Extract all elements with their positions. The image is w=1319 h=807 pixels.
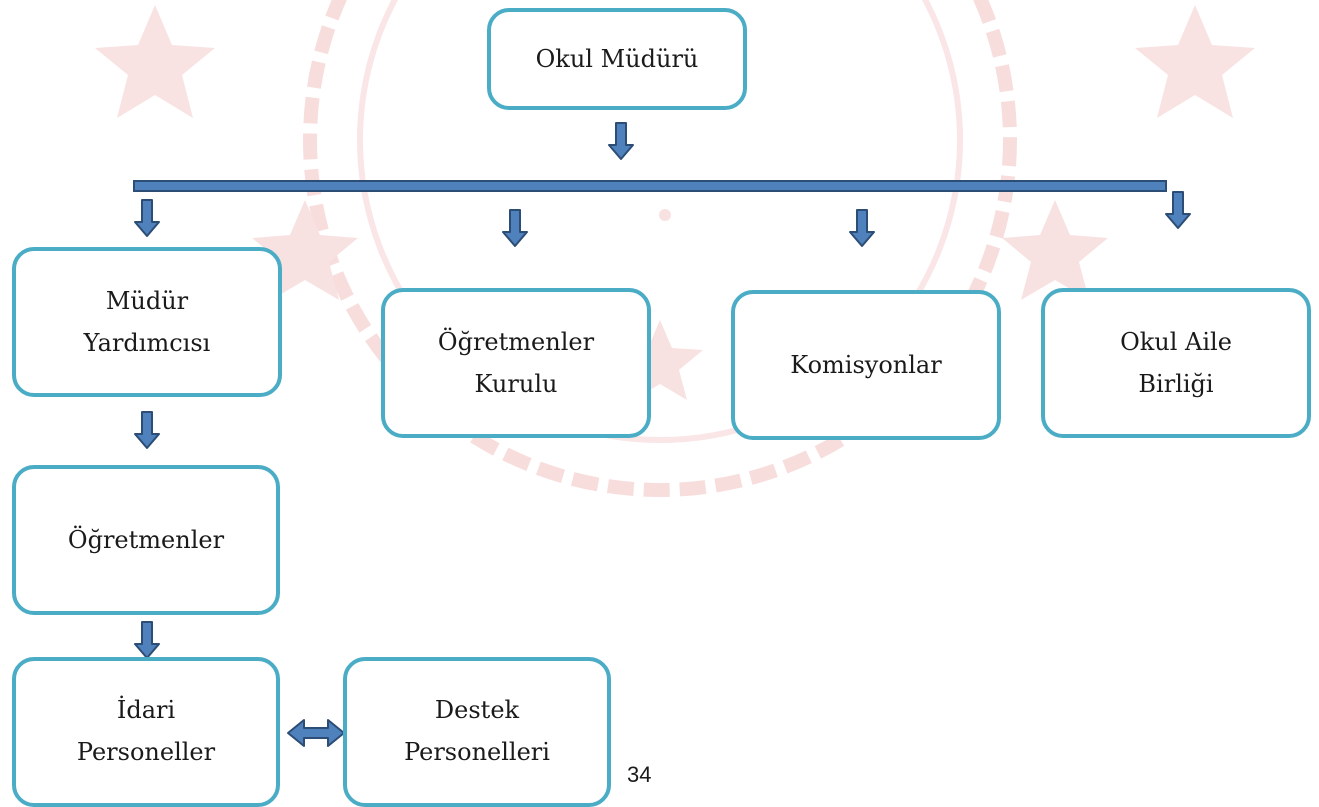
arrow-down-to-bus [608,122,634,160]
arrow-down-ogretmenler-kurulu [502,209,528,247]
node-label-line: Personelleri [404,738,550,766]
node-label-line: Personeller [76,738,216,766]
node-label-line: Okul Müdürü [535,45,699,73]
node-okul-aile-birligi: Okul Aile Birliği [1041,288,1311,438]
arrow-down-idari-personeller [134,621,160,659]
node-label-line: İdari [116,696,176,724]
node-label-line: Komisyonlar [790,351,942,379]
arrow-down-okul-aile-birligi [1165,191,1191,229]
double-arrow-idari-destek [287,719,345,747]
node-label-line: Öğretmenler [437,328,595,356]
arrow-down-komisyonlar [849,209,875,247]
page-number: 34 [627,762,652,787]
node-ogretmenler-kurulu: Öğretmenler Kurulu [381,288,651,438]
node-label-line: Müdür [105,287,189,315]
node-ogretmenler: Öğretmenler [12,465,280,615]
node-label-line: Destek [434,696,520,724]
node-label-line: Birliği [1138,370,1214,398]
node-label-line: Okul Aile [1120,328,1232,356]
node-mudur-yardimcisi: Müdür Yardımcısı [12,247,282,397]
node-okul-muduru: Okul Müdürü [487,8,747,110]
node-label-line: Kurulu [474,370,558,398]
node-idari-personeller: İdari Personeller [12,657,280,807]
arrow-down-mudur-yardimcisi [134,199,160,237]
node-label-line: Öğretmenler [67,526,225,554]
horizontal-bus-bar [133,180,1167,192]
node-komisyonlar: Komisyonlar [731,290,1001,440]
node-label-line: Yardımcısı [83,329,211,357]
arrow-down-ogretmenler [134,411,160,449]
node-destek-personelleri: Destek Personelleri [343,657,611,807]
